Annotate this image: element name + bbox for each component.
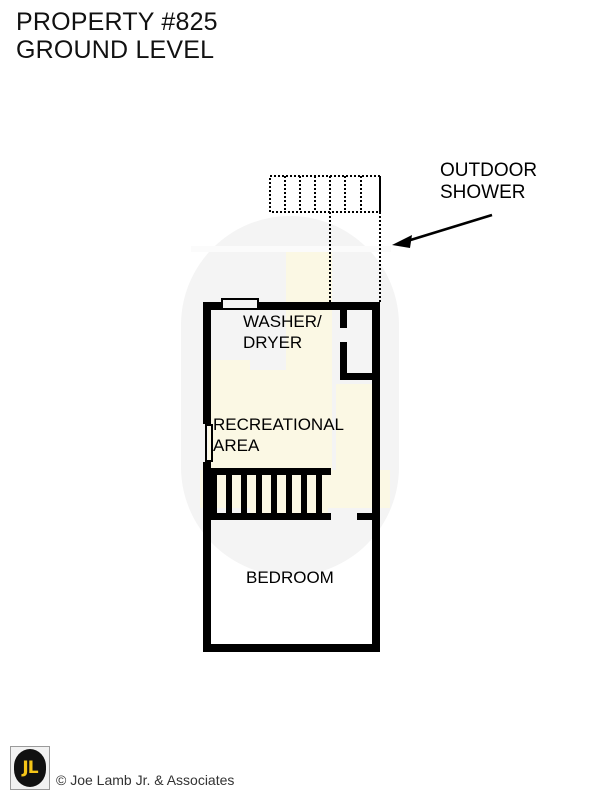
brand-logo-initials: JL: [22, 757, 38, 778]
outdoor-shower-arrow: [392, 213, 493, 248]
footer: JL © Joe Lamb Jr. & Associates: [10, 746, 234, 790]
room-label-bedroom: BEDROOM: [246, 568, 334, 589]
outdoor-shower-slats: [269, 175, 381, 302]
page-title: PROPERTY #825 GROUND LEVEL: [16, 8, 218, 64]
staircase: [203, 468, 372, 520]
interior-partition: [340, 302, 380, 380]
room-label-recreational-area: RECREATIONAL AREA: [213, 415, 344, 456]
room-label-recreational-area-line-1: RECREATIONAL: [213, 415, 344, 434]
page-title-line-1: PROPERTY #825: [16, 8, 218, 36]
room-label-recreational-area-line-2: AREA: [213, 435, 260, 455]
callout-outdoor-shower-line-2: SHOWER: [440, 182, 526, 204]
brand-logo: JL: [10, 746, 50, 790]
house-walls: [203, 298, 380, 652]
room-label-washer-dryer-line-1: WASHER/: [243, 312, 322, 331]
callout-outdoor-shower-line-1: OUTDOOR: [440, 160, 538, 181]
room-label-washer-dryer: WASHER/ DRYER: [243, 312, 322, 353]
floorplan-drawing: [181, 175, 493, 652]
callout-outdoor-shower: OUTDOOR SHOWER: [440, 160, 537, 205]
brand-logo-oval: JL: [14, 749, 46, 787]
room-label-bedroom-line-1: BEDROOM: [246, 568, 334, 587]
page-title-line-2: GROUND LEVEL: [16, 36, 215, 64]
copyright-notice: © Joe Lamb Jr. & Associates: [56, 772, 235, 788]
watermark-graphic: [181, 216, 399, 576]
room-label-washer-dryer-line-2: DRYER: [243, 332, 303, 352]
floorplan-canvas: OUTDOOR SHOWER WASHER/ DRYER RECREATIONA…: [181, 160, 537, 652]
